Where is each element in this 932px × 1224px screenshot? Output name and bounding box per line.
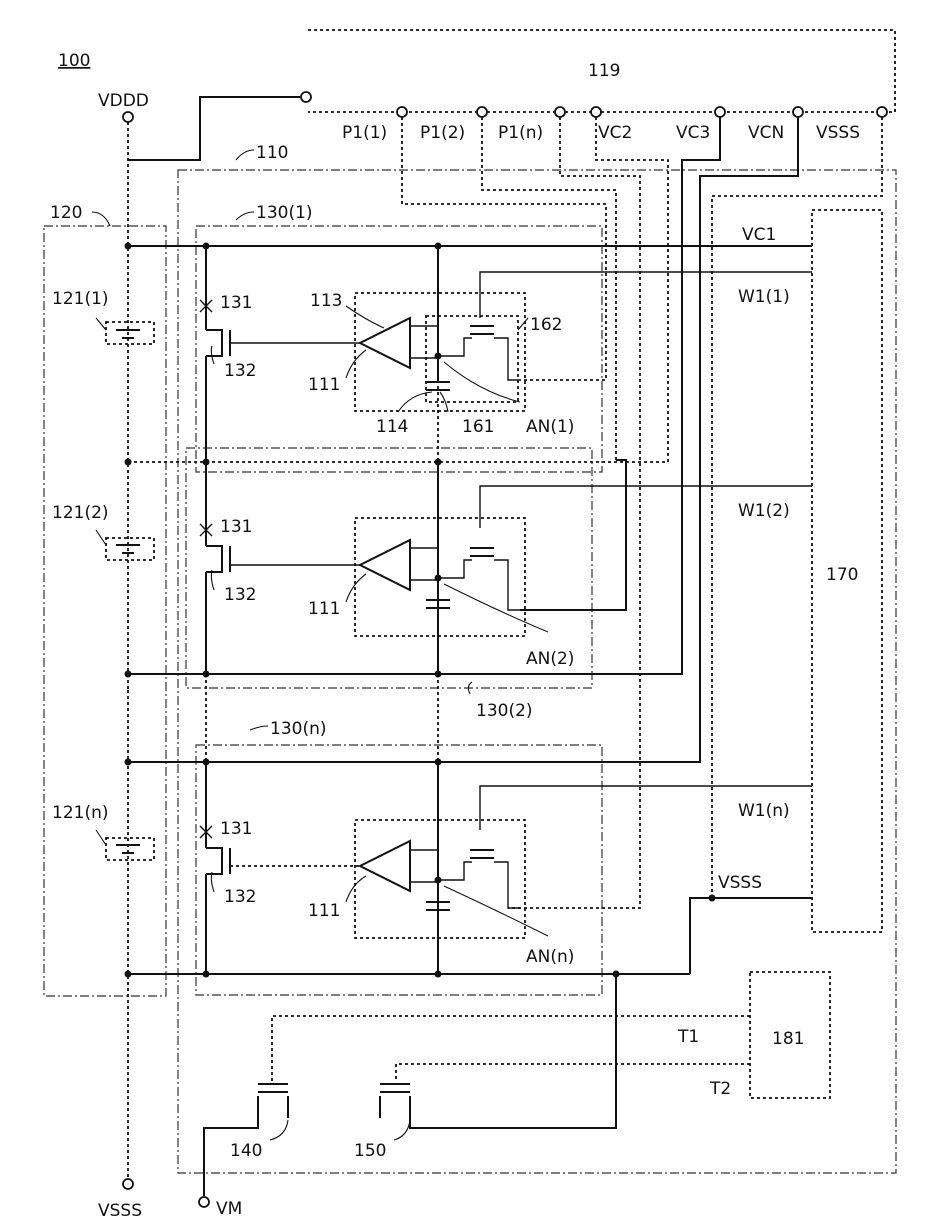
ref-113-label: 113 bbox=[310, 291, 342, 311]
switch-140 bbox=[204, 1084, 288, 1196]
ref-110-label: 110 bbox=[256, 143, 288, 163]
vm-label: VM bbox=[216, 1199, 242, 1219]
vc1-label: VC1 bbox=[742, 225, 776, 245]
vm-terminal bbox=[199, 1197, 209, 1207]
rail-junctions bbox=[125, 243, 442, 978]
ref-130-2-label: 130(2) bbox=[476, 701, 533, 721]
p1-n-label: P1(n) bbox=[498, 123, 543, 143]
ref-131-a-label: 131 bbox=[220, 293, 252, 313]
vcn-line bbox=[128, 117, 798, 762]
p1-1-line bbox=[402, 117, 606, 380]
ref-121-1-label: 121(1) bbox=[52, 289, 109, 309]
t1-line bbox=[272, 1016, 750, 1082]
ref-120-label: 120 bbox=[50, 203, 82, 223]
t2-line bbox=[396, 1064, 750, 1082]
ref-130-1-label: 130(1) bbox=[256, 203, 313, 223]
ref-132-b-label: 132 bbox=[224, 585, 256, 605]
vsss-mid-line bbox=[690, 898, 812, 974]
119-input-terminal bbox=[301, 92, 311, 102]
p1-n-line bbox=[508, 117, 640, 908]
t2-label: T2 bbox=[709, 1079, 731, 1099]
w1-n-label: W1(n) bbox=[738, 801, 790, 821]
ref-111-a-label: 111 bbox=[308, 375, 340, 395]
w1-2-label: W1(2) bbox=[738, 501, 790, 521]
ref-131-c-label: 131 bbox=[220, 819, 252, 839]
cell-130-n bbox=[206, 820, 525, 938]
ref-114-label: 114 bbox=[376, 417, 408, 437]
ref-130-n-label: 130(n) bbox=[270, 719, 327, 739]
an-2-label: AN(2) bbox=[526, 649, 574, 669]
vddd-label: VDDD bbox=[98, 91, 149, 111]
ref-111-b-label: 111 bbox=[308, 599, 340, 619]
fig-ref-label: 100 bbox=[58, 51, 90, 71]
t1-label: T1 bbox=[677, 1027, 699, 1047]
vc2-label: VC2 bbox=[598, 123, 632, 143]
battery-121-1 bbox=[106, 322, 154, 344]
vc3-label: VC3 bbox=[676, 123, 710, 143]
ref-132-a-label: 132 bbox=[224, 361, 256, 381]
w1-1-label: W1(1) bbox=[738, 287, 790, 307]
an-n-label: AN(n) bbox=[526, 947, 574, 967]
battery-121-2 bbox=[106, 538, 154, 560]
ref-131-b-label: 131 bbox=[220, 517, 252, 537]
ref-132-c-label: 132 bbox=[224, 887, 256, 907]
block-170-label: 170 bbox=[826, 565, 858, 585]
vc3-line bbox=[128, 117, 720, 674]
vcn-label: VCN bbox=[748, 123, 784, 143]
vsss-mid-junction bbox=[709, 895, 716, 902]
ref-111-c-label: 111 bbox=[308, 901, 340, 921]
vsss-top-label: VSSS bbox=[816, 123, 860, 143]
vddd-terminal bbox=[123, 112, 133, 122]
ref-150-label: 150 bbox=[354, 1141, 386, 1161]
vsss-terminal-bottom bbox=[123, 1179, 133, 1189]
block-181-label: 181 bbox=[772, 1029, 804, 1049]
ref-161-label: 161 bbox=[462, 417, 494, 437]
p1-2-line-lower bbox=[520, 460, 626, 610]
switch-150 bbox=[380, 974, 616, 1128]
battery-121-n bbox=[106, 838, 154, 860]
vsss-bottom-label: VSSS bbox=[98, 1201, 142, 1221]
block-119-label: 119 bbox=[588, 61, 620, 81]
ref-140-label: 140 bbox=[230, 1141, 262, 1161]
ref-162-label: 162 bbox=[530, 315, 562, 335]
p1-2-line-upper bbox=[482, 117, 616, 460]
p1-2-label: P1(2) bbox=[420, 123, 465, 143]
ref-121-2-label: 121(2) bbox=[52, 503, 109, 523]
vsss-mid-label: VSSS bbox=[718, 873, 762, 893]
cell-130-2 bbox=[206, 518, 525, 636]
cell-130-1 bbox=[206, 293, 525, 411]
block-120-outline bbox=[44, 226, 166, 996]
ref-121-n-label: 121(n) bbox=[52, 803, 109, 823]
p1-1-label: P1(1) bbox=[342, 123, 387, 143]
an-1-label: AN(1) bbox=[526, 417, 574, 437]
